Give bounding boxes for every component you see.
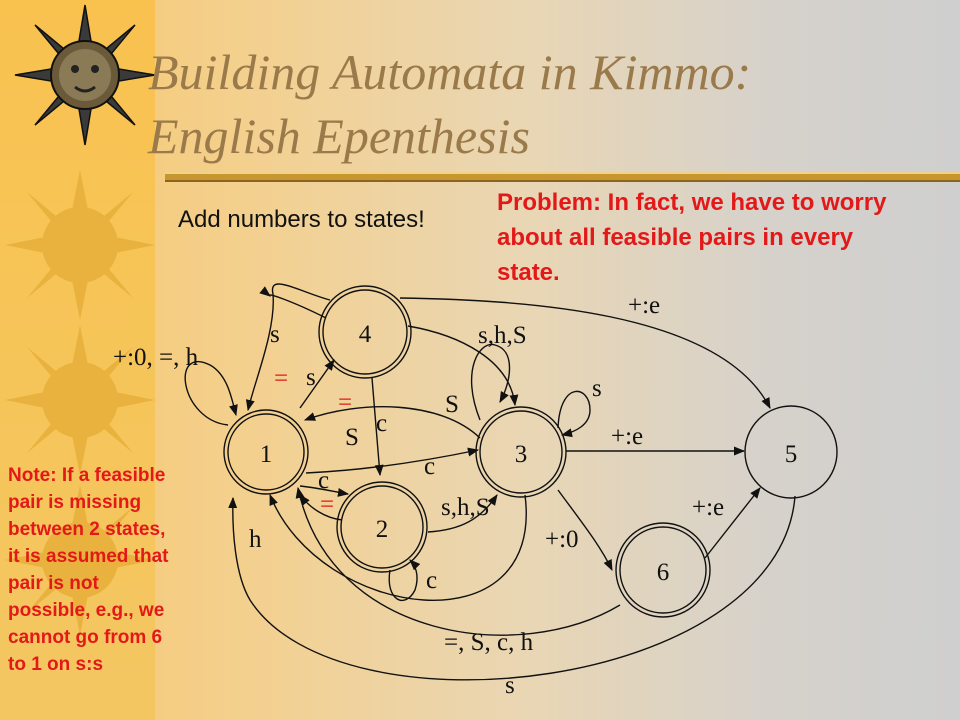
edge-3-to-1 <box>303 406 481 439</box>
label-c-1-to-3: c <box>424 453 435 480</box>
note-line-4: it is assumed that <box>8 546 169 567</box>
note-line-6: possible, e.g., we <box>8 600 165 621</box>
edge-4-to-5 <box>399 297 771 409</box>
edge-loop-3-S <box>470 343 511 421</box>
slide-title: Building Automata in Kimmo: English Epen… <box>148 40 751 168</box>
edge-4-loop <box>259 286 327 319</box>
label-eq-2-to-1: = <box>320 491 334 518</box>
edge-3-to-1-h <box>269 493 527 601</box>
sun-icon <box>5 170 155 320</box>
sun-icon <box>5 485 155 635</box>
edge-6-to-1 <box>295 486 621 636</box>
state-6-label: 6 <box>657 559 670 586</box>
label-s-5-to-1: s <box>505 672 515 699</box>
edge-5-to-1 <box>228 495 796 681</box>
edge-1-to-2 <box>299 485 350 497</box>
state-2: 2 <box>336 481 428 573</box>
label-s-1-to-4: s <box>306 364 316 391</box>
title-line-1: Building Automata in Kimmo: <box>148 44 752 100</box>
label-c-4-to-2: c <box>376 410 387 437</box>
note-text: Note: If a feasible pair is missing betw… <box>8 462 169 678</box>
label-plus-e-6-to-5: +:e <box>692 494 724 521</box>
state-2-label: 2 <box>376 516 389 543</box>
note-line-5: pair is not <box>8 573 99 594</box>
edge-loop-2 <box>388 559 421 602</box>
problem-line-1: Problem: In fact, we have to worry <box>497 189 887 216</box>
edge-4-to-2 <box>371 377 384 477</box>
sun-icon <box>5 325 155 475</box>
label-plus-e-3-to-5: +:e <box>611 423 643 450</box>
note-line-2: pair is missing <box>8 492 142 513</box>
sun-decoration-column <box>5 4 156 635</box>
note-line-8: to 1 on s:s <box>8 654 104 675</box>
label-h-to-1: h <box>249 526 262 553</box>
label-c-1-to-2: c <box>318 467 329 494</box>
label-S-3-to-1: S <box>345 424 359 451</box>
label-s-h-S-2-to-3: s,h,S <box>441 494 490 521</box>
label-s-h-S-4-to-3: s,h,S <box>478 322 527 349</box>
edge-1-to-4 <box>299 359 335 409</box>
instruction-text: Add numbers to states! <box>178 206 425 233</box>
note-line-1: Note: If a feasible <box>8 465 166 486</box>
state-1: 1 <box>223 409 309 495</box>
label-eq-3-to-1: = <box>338 389 352 416</box>
edge-2-to-3 <box>427 494 498 533</box>
label-S-loop-3: S <box>445 391 459 418</box>
state-5: 5 <box>744 405 838 499</box>
edge-6-to-5 <box>704 487 761 559</box>
sun-icon <box>14 4 156 146</box>
edge-1-to-3 <box>305 447 480 474</box>
label-loop-1: +:0, =, h <box>113 344 199 371</box>
state-3: 3 <box>475 406 567 498</box>
transitions <box>184 283 796 681</box>
problem-line-2: about all feasible pairs in every <box>497 224 854 251</box>
problem-line-3: state. <box>497 259 560 286</box>
label-plus-e-4-to-5: +:e <box>628 292 660 319</box>
note-line-3: between 2 states, <box>8 519 166 540</box>
label-eq-1-to-4: = <box>274 365 288 392</box>
state-6: 6 <box>615 522 711 618</box>
edge-labels: +:0, =, h s = s s,h,S +:e = S c S s +:e … <box>113 292 724 699</box>
label-plus-0-3-to-6: +:0 <box>545 526 579 553</box>
state-5-label: 5 <box>785 441 798 468</box>
state-3-label: 3 <box>515 441 528 468</box>
problem-text: Problem: In fact, we have to worry about… <box>497 185 960 290</box>
title-line-2: English Epenthesis <box>148 108 530 164</box>
state-1-label: 1 <box>260 441 273 468</box>
label-s-4-to-1: s <box>270 321 280 348</box>
state-4-label: 4 <box>359 321 372 348</box>
state-4: 4 <box>318 285 412 379</box>
label-eq-S-c-h-6-to-1: =, S, c, h <box>444 629 534 656</box>
label-c-loop-2: c <box>426 567 437 594</box>
edge-4-to-1 <box>245 283 331 412</box>
edge-3-to-6 <box>557 489 613 572</box>
label-s-loop-3: s <box>592 375 602 402</box>
note-line-7: cannot go from 6 <box>8 627 163 648</box>
edge-loop-3-s <box>557 390 591 438</box>
edge-loop-1 <box>184 361 238 426</box>
title-underline <box>165 172 960 182</box>
